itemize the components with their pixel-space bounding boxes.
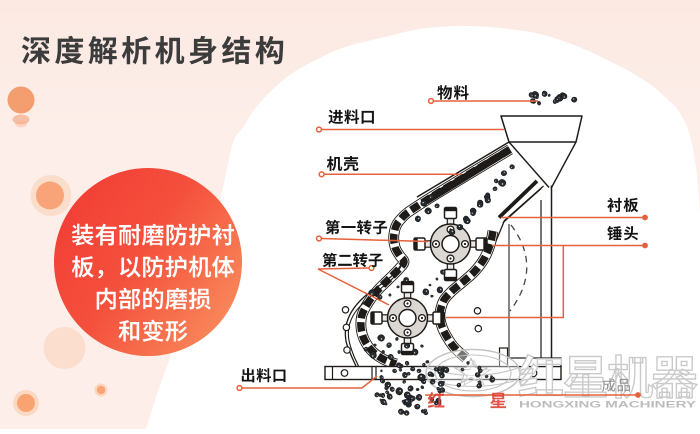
svg-text:HONGXING MACHINERY: HONGXING MACHINERY [519,400,697,411]
